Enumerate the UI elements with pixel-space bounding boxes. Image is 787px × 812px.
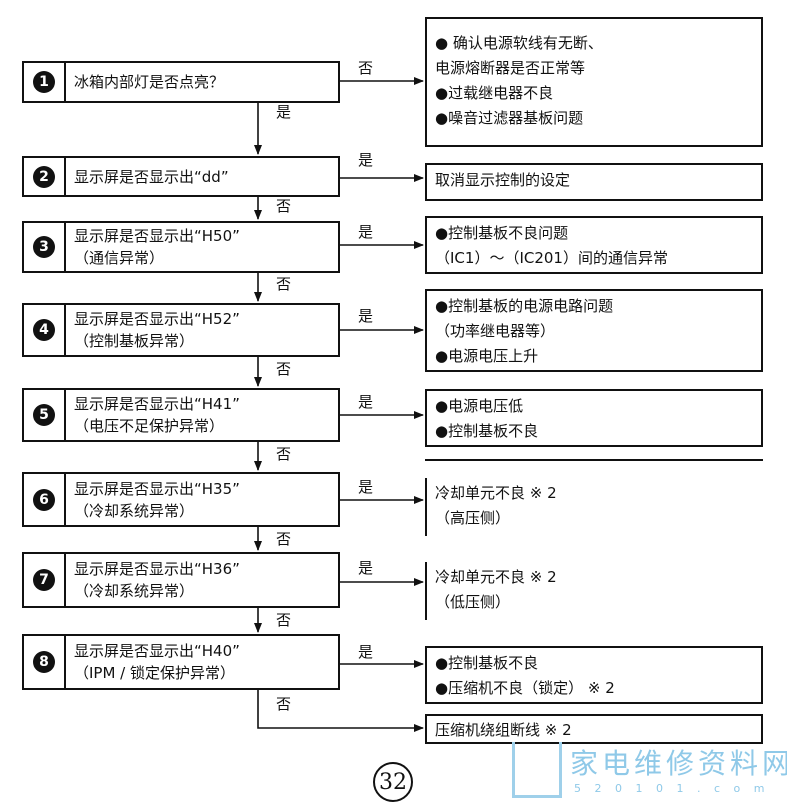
step-6-number: 6 (24, 474, 66, 525)
label-no-7: 否 (276, 611, 292, 629)
watermark-url: 5 2 0 1 0 1 . c o m (574, 782, 770, 795)
step-5-number: 5 (24, 390, 66, 440)
result-6-box: 冷却单元不良 ※ 2 （高压侧） (425, 478, 763, 536)
result-8-line-2: ●压缩机不良（锁定） ※ 2 (435, 679, 615, 697)
label-no-3: 否 (276, 275, 292, 293)
step-7-number: 7 (24, 554, 66, 606)
watermark-text: 家电维修资料网 (570, 747, 787, 780)
step-3-box: 3 显示屏是否显示出“H50” （通信异常） (22, 221, 340, 273)
section-divider (425, 459, 763, 461)
label-no-8: 否 (276, 695, 292, 713)
step-5-question: 显示屏是否显示出“H41” （电压不足保护异常） (66, 390, 338, 440)
result-8-line-1: ●控制基板不良 (435, 654, 539, 672)
result-4-line-3: ●电源电压上升 (435, 347, 539, 365)
step-6-line-1: 显示屏是否显示出“H35” (74, 479, 240, 498)
step-4-line-1: 显示屏是否显示出“H52” (74, 310, 240, 328)
label-no-6: 否 (276, 530, 292, 548)
step-1-box: 1 冰箱内部灯是否点亮？ (22, 61, 340, 103)
result-9-box: 压缩机绕组断线 ※ 2 (425, 714, 763, 744)
step-7-line-2: （冷却系统异常） (74, 582, 195, 600)
step-6-line-2: （冷却系统异常） (74, 501, 195, 520)
step-5-line-1: 显示屏是否显示出“H41” (74, 395, 240, 413)
step-5-badge: 5 (33, 404, 55, 426)
result-7-line-1: 冷却单元不良 ※ 2 (435, 568, 557, 586)
result-3-line-1: ●控制基板不良问题 (435, 224, 569, 242)
watermark: 家电维修资料网 5 2 0 1 0 1 . c o m (512, 742, 787, 804)
result-3-line-2: （IC1）～（IC201）间的通信异常 (435, 249, 668, 267)
step-3-badge: 3 (33, 236, 55, 258)
result-5-line-2: ●控制基板不良 (435, 422, 539, 440)
step-7-line-1: 显示屏是否显示出“H36” (74, 560, 240, 578)
result-5-line-1: ●电源电压低 (435, 397, 524, 415)
label-yes-1: 是 (276, 103, 292, 121)
result-6-line-2: （高压侧） (435, 509, 511, 527)
result-2-line-1: 取消显示控制的设定 (435, 171, 571, 189)
result-1-line-3: ●过载继电器不良 (435, 84, 554, 102)
step-4-line-2: （控制基板异常） (74, 332, 195, 350)
result-5-box: ●电源电压低 ●控制基板不良 (425, 389, 763, 447)
step-4-badge: 4 (33, 319, 55, 341)
step-1-badge: 1 (33, 71, 55, 93)
step-1-number: 1 (24, 63, 66, 101)
result-6-line-1: 冷却单元不良 ※ 2 (435, 484, 557, 502)
step-6-badge: 6 (33, 488, 55, 511)
label-no-5: 否 (276, 445, 292, 463)
step-8-question: 显示屏是否显示出“H40” （IPM / 锁定保护异常） (66, 636, 338, 688)
step-2-box: 2 显示屏是否显示出“dd” (22, 156, 340, 197)
page-number: 32 (373, 762, 413, 802)
step-5-box: 5 显示屏是否显示出“H41” （电压不足保护异常） (22, 388, 340, 442)
step-7-question: 显示屏是否显示出“H36” （冷却系统异常） (66, 554, 338, 606)
label-yes-3: 是 (358, 223, 374, 241)
label-yes-4: 是 (358, 307, 374, 325)
step-3-line-2: （通信异常） (74, 249, 165, 267)
label-yes-8: 是 (358, 643, 374, 661)
step-3-line-1: 显示屏是否显示出“H50” (74, 227, 240, 245)
step-2-badge: 2 (33, 165, 55, 188)
step-6-question: 显示屏是否显示出“H35” （冷却系统异常） (66, 474, 338, 525)
step-4-number: 4 (24, 305, 66, 355)
watermark-logo-icon (512, 742, 562, 798)
step-8-badge: 8 (33, 651, 55, 673)
result-3-box: ●控制基板不良问题 （IC1）～（IC201）间的通信异常 (425, 216, 763, 274)
step-8-box: 8 显示屏是否显示出“H40” （IPM / 锁定保护异常） (22, 634, 340, 690)
result-1-line-4: ●噪音过滤器基板问题 (435, 109, 584, 127)
step-1-question: 冰箱内部灯是否点亮？ (66, 63, 338, 101)
result-7-line-2: （低压侧） (435, 593, 511, 611)
step-8-number: 8 (24, 636, 66, 688)
label-yes-6: 是 (358, 478, 374, 496)
step-2-number: 2 (24, 158, 66, 195)
result-1-box: ● 确认电源软线有无断、 电源熔断器是否正常等 ●过载继电器不良 ●噪音过滤器基… (425, 17, 763, 147)
step-5-line-2: （电压不足保护异常） (74, 417, 225, 435)
label-no-1: 否 (358, 59, 374, 77)
step-7-box: 7 显示屏是否显示出“H36” （冷却系统异常） (22, 552, 340, 608)
step-7-badge: 7 (33, 569, 55, 591)
step-4-box: 4 显示屏是否显示出“H52” （控制基板异常） (22, 303, 340, 357)
result-2-box: 取消显示控制的设定 (425, 163, 763, 201)
step-1-line-1: 冰箱内部灯是否点亮？ (74, 73, 225, 91)
result-9-line-1: 压缩机绕组断线 ※ 2 (435, 721, 572, 739)
result-1-line-1: ● 确认电源软线有无断、 (435, 34, 603, 52)
result-4-line-2: （功率继电器等） (435, 322, 556, 340)
label-no-4: 否 (276, 360, 292, 378)
step-4-question: 显示屏是否显示出“H52” （控制基板异常） (66, 305, 338, 355)
result-4-line-1: ●控制基板的电源电路问题 (435, 297, 614, 315)
step-3-number: 3 (24, 223, 66, 271)
step-3-question: 显示屏是否显示出“H50” （通信异常） (66, 223, 338, 271)
step-8-line-2: （IPM / 锁定保护异常） (74, 664, 236, 682)
result-8-box: ●控制基板不良 ●压缩机不良（锁定） ※ 2 (425, 646, 763, 704)
label-no-2: 否 (276, 197, 292, 215)
label-yes-2: 是 (358, 151, 374, 169)
result-1-line-2: 电源熔断器是否正常等 (435, 59, 586, 77)
result-7-box: 冷却单元不良 ※ 2 （低压侧） (425, 562, 763, 620)
step-2-question: 显示屏是否显示出“dd” (66, 158, 338, 195)
label-yes-7: 是 (358, 559, 374, 577)
label-yes-5: 是 (358, 393, 374, 411)
result-4-box: ●控制基板的电源电路问题 （功率继电器等） ●电源电压上升 (425, 289, 763, 372)
step-2-line-1: 显示屏是否显示出“dd” (74, 167, 229, 186)
step-8-line-1: 显示屏是否显示出“H40” (74, 642, 240, 660)
arrow-step8-final (257, 690, 424, 732)
step-6-box: 6 显示屏是否显示出“H35” （冷却系统异常） (22, 472, 340, 527)
